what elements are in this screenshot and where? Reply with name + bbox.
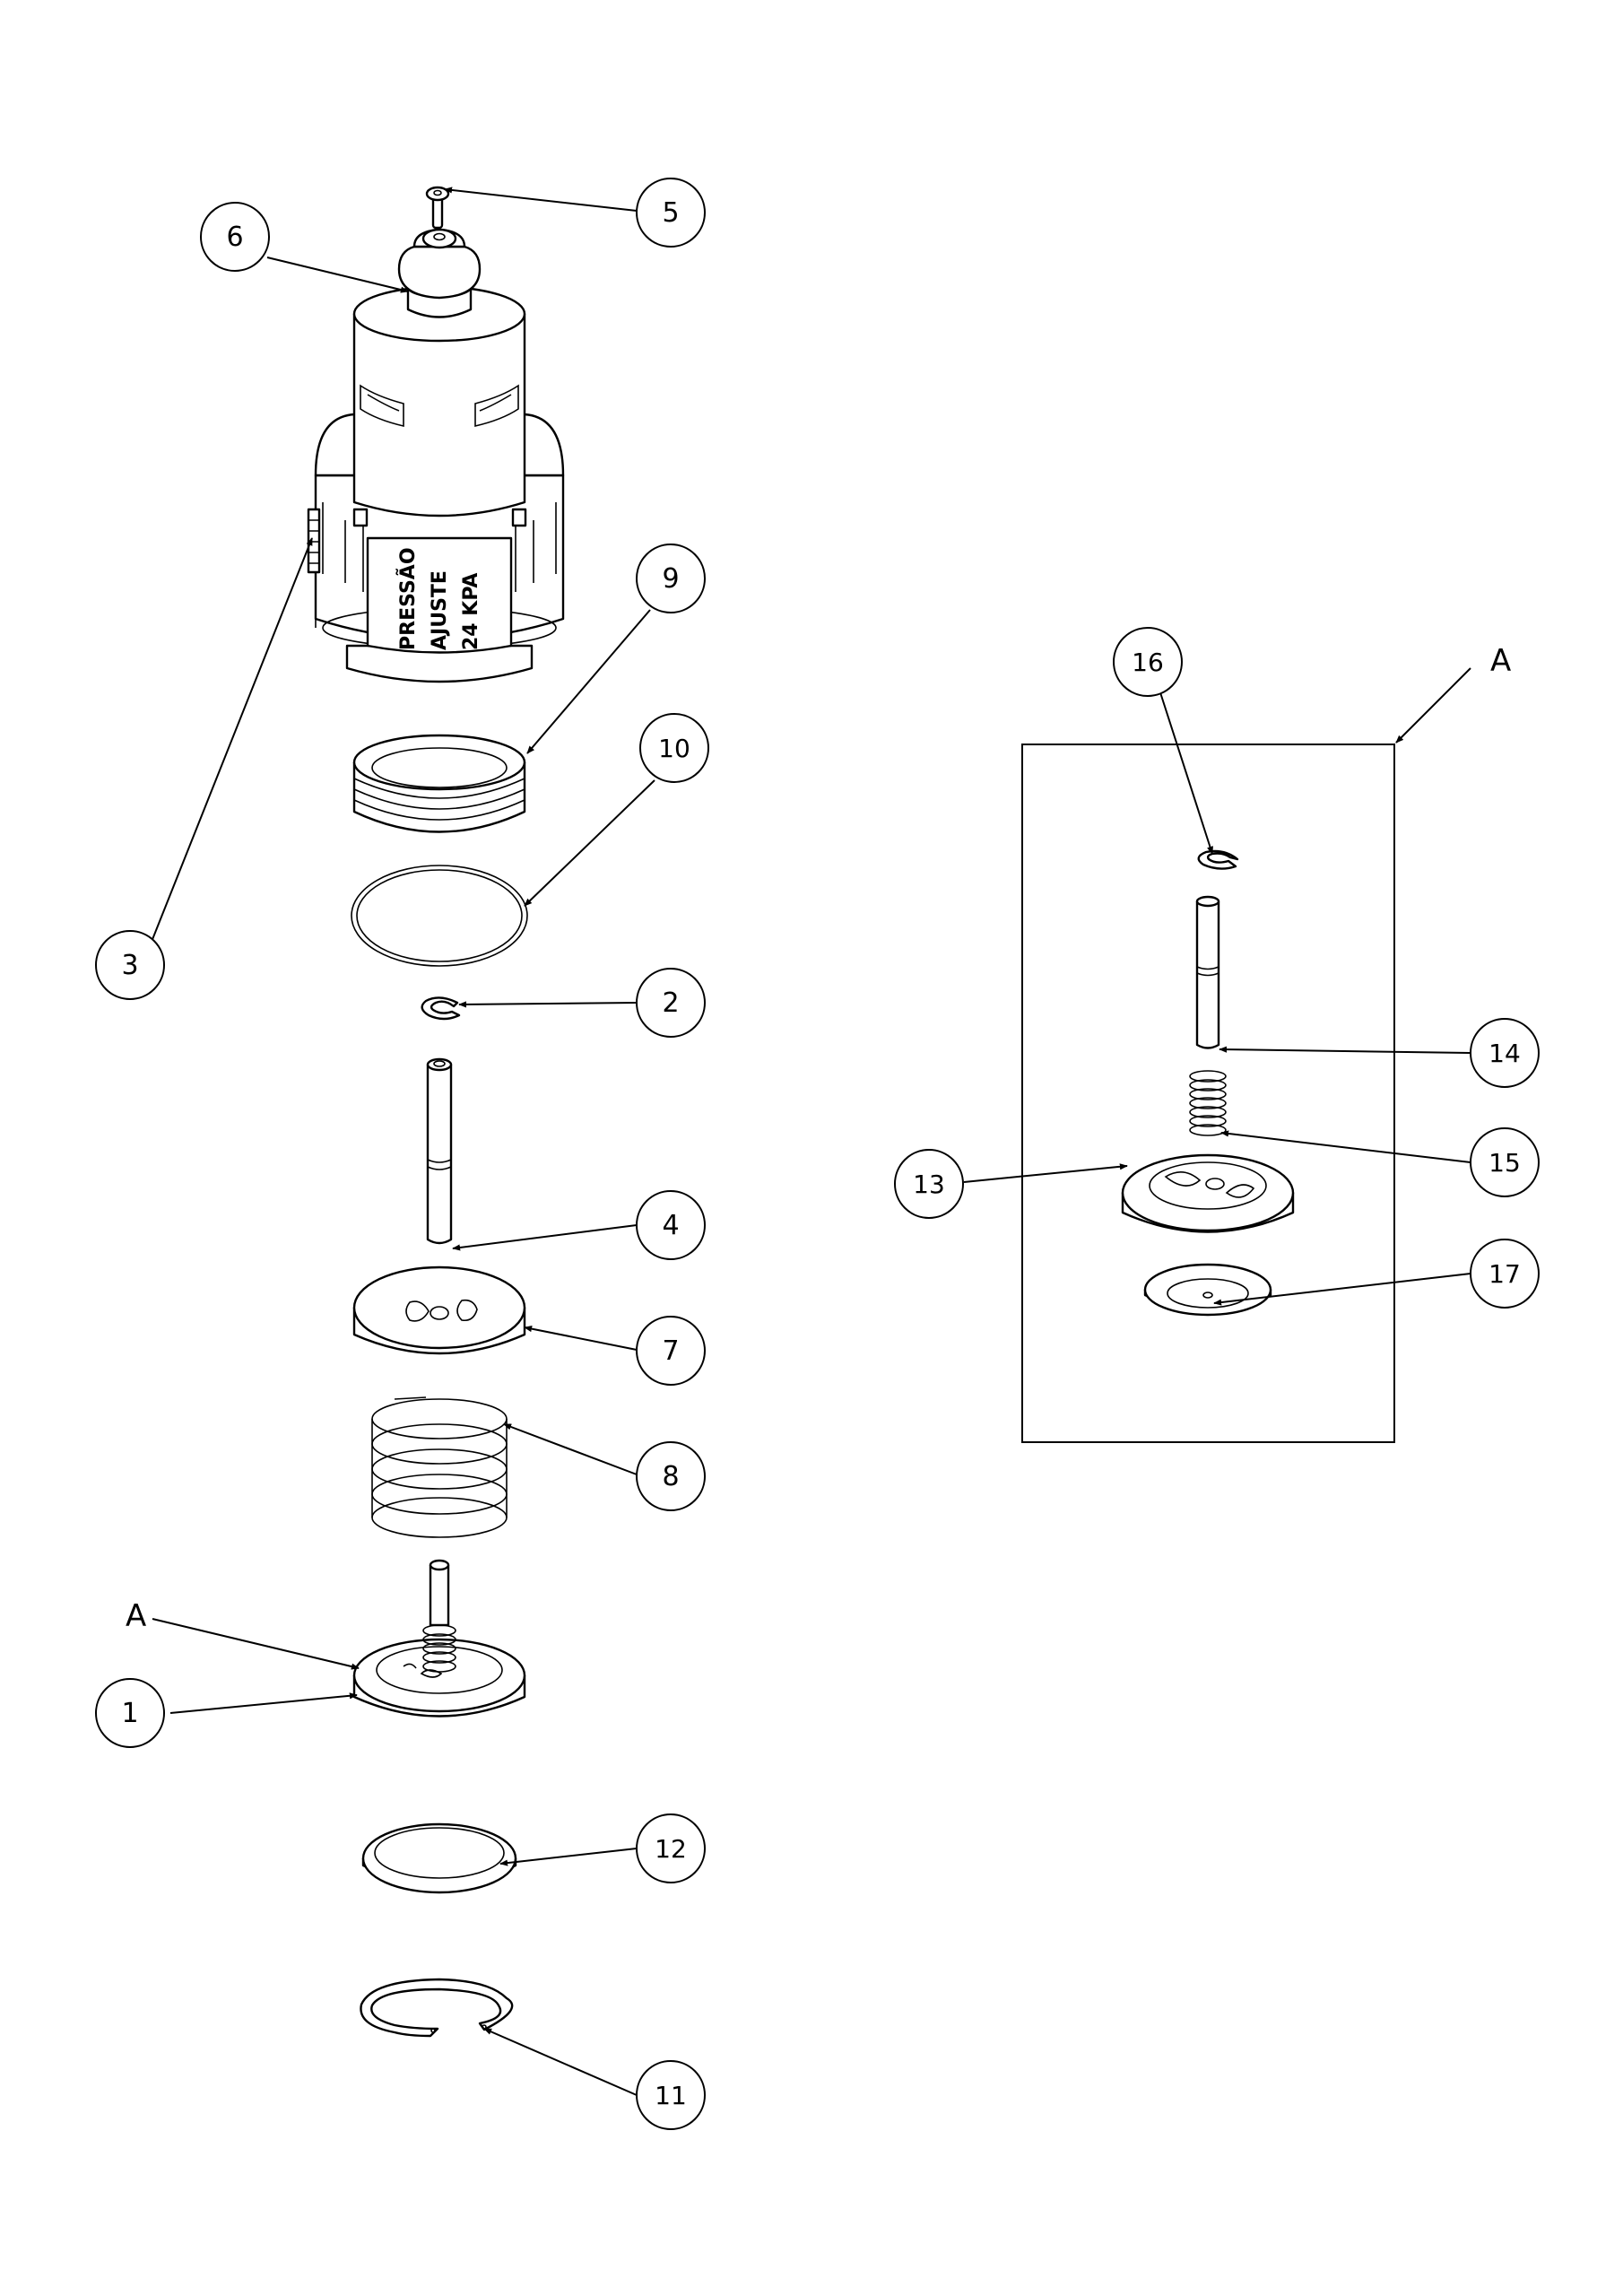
part-4-pin: [426, 1057, 453, 1245]
balloon-2: 2: [636, 968, 706, 1038]
balloon-14-number: 14: [1488, 1039, 1521, 1068]
balloon-12-number: 12: [655, 1834, 687, 1864]
part-2-e-clip: [421, 996, 461, 1021]
part-13-valve-disc: [1121, 1153, 1295, 1233]
balloon-7: 7: [636, 1316, 706, 1386]
label-line-1: PRESSÃO: [396, 547, 420, 650]
part-12-cap: [361, 1822, 517, 1894]
balloon-3: 3: [95, 930, 165, 1000]
part-11-retaining-ring: [360, 1978, 514, 2038]
label-line-3: 24 KPA: [460, 573, 482, 650]
balloon-12: 12: [636, 1813, 706, 1883]
balloon-5: 5: [636, 178, 706, 248]
part-8-spring: [371, 1396, 508, 1538]
balloon-6-number: 6: [226, 222, 243, 253]
balloon-13-number: 13: [913, 1170, 945, 1199]
balloon-3-number: 3: [121, 950, 138, 981]
view-label-assembly: A: [126, 1598, 146, 1634]
part-1-valve-assembly: [352, 1559, 526, 1718]
balloon-15-number: 15: [1488, 1148, 1521, 1178]
balloon-9-number: 9: [662, 563, 679, 595]
view-label-detail: A: [1490, 643, 1511, 679]
balloon-17: 17: [1470, 1239, 1540, 1309]
part-16-e-clip: [1197, 849, 1239, 870]
part-6-knob: [397, 228, 482, 318]
balloon-1-number: 1: [121, 1698, 138, 1729]
leader-lines: [147, 187, 1471, 2096]
balloon-10-number: 10: [658, 734, 690, 763]
balloon-10: 10: [639, 713, 709, 783]
part-5-screw: [425, 186, 450, 230]
balloon-15: 15: [1470, 1127, 1540, 1197]
balloon-16-number: 16: [1132, 648, 1164, 677]
balloon-9: 9: [636, 544, 706, 613]
detail-view-frame: [1021, 744, 1395, 1443]
balloon-11-number: 11: [655, 2081, 687, 2110]
balloon-5-number: 5: [662, 197, 679, 229]
balloon-2-number: 2: [662, 987, 679, 1019]
balloon-8-number: 8: [662, 1461, 679, 1492]
balloon-8: 8: [636, 1441, 706, 1511]
balloon-7-number: 7: [662, 1335, 679, 1367]
balloon-1: 1: [95, 1678, 165, 1748]
part-10-o-ring: [351, 865, 528, 967]
balloon-6: 6: [200, 202, 270, 272]
balloon-13: 13: [894, 1149, 964, 1219]
part-17-diaphragm: [1143, 1263, 1272, 1317]
balloon-16: 16: [1113, 627, 1183, 697]
label-line-2: AJUSTE: [429, 570, 451, 650]
balloon-14: 14: [1470, 1018, 1540, 1088]
part-15-spring: [1189, 1070, 1227, 1136]
part-3-housing: PRESSÃO AJUSTE 24 KPA: [307, 285, 565, 683]
balloon-4: 4: [636, 1190, 706, 1260]
balloon-4-number: 4: [662, 1210, 679, 1241]
balloon-11: 11: [636, 2060, 706, 2130]
part-7-slotted-disc: [352, 1265, 526, 1355]
part-9-threaded-ring: [352, 734, 526, 833]
balloon-17-number: 17: [1488, 1259, 1521, 1289]
part-14-pin: [1195, 895, 1220, 1049]
